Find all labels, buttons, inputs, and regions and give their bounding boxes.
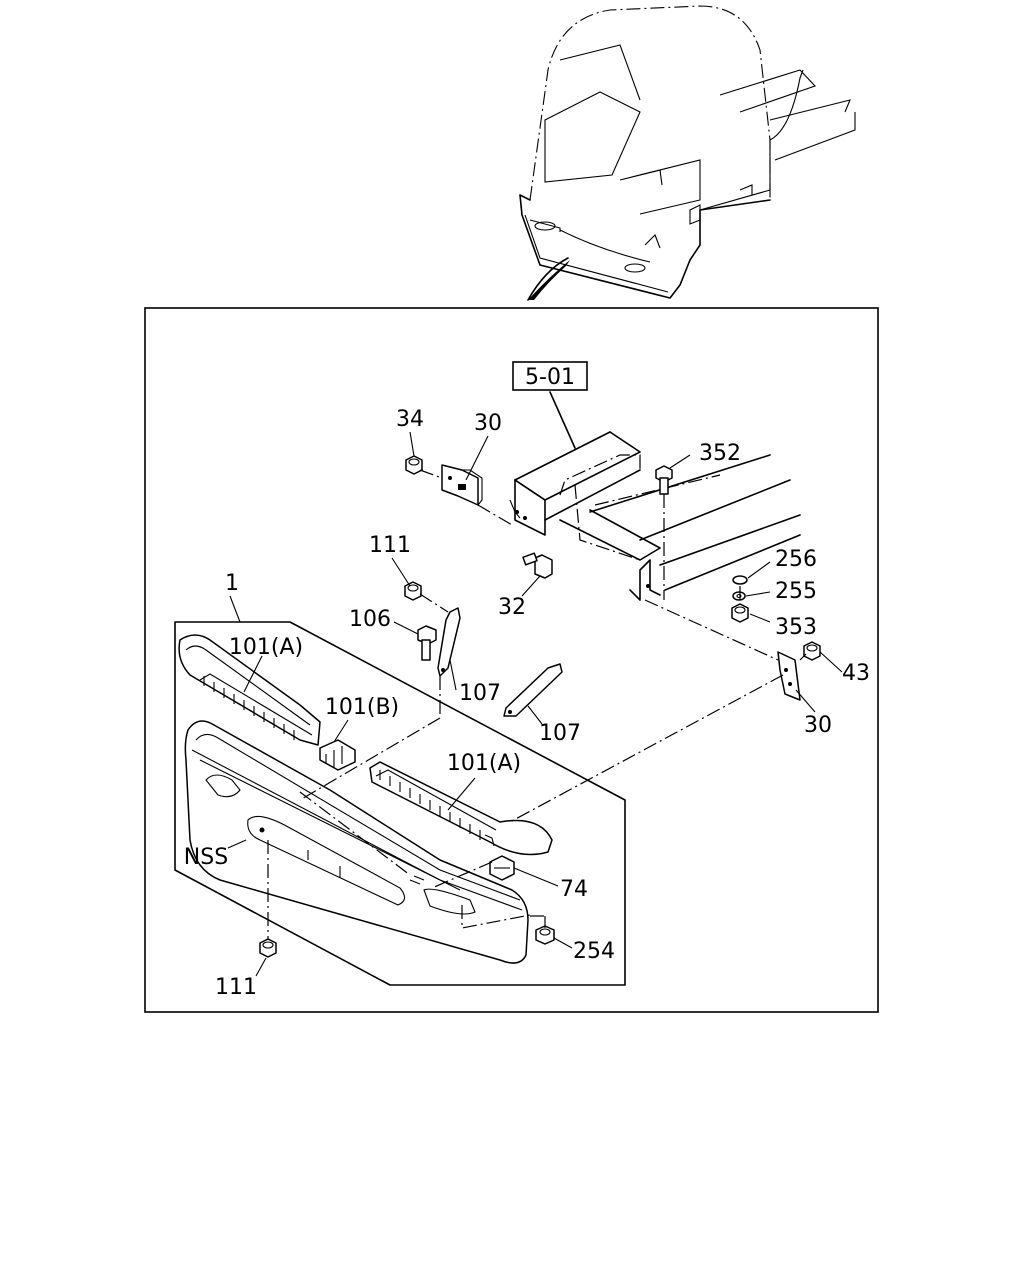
callout-101a-left: 101(A) xyxy=(229,635,303,660)
washer-256-icon xyxy=(732,575,748,585)
callout-107-right: 107 xyxy=(539,721,581,746)
bracket-30-right xyxy=(777,651,801,701)
bolt-106-icon xyxy=(417,625,437,661)
bumper-assembly-boundary xyxy=(174,621,626,986)
upper-bumper-right xyxy=(369,761,553,856)
callout-74: 74 xyxy=(560,877,588,902)
nut-111-top-icon xyxy=(404,581,422,601)
callout-106: 106 xyxy=(349,607,391,632)
callout-111-top: 111 xyxy=(369,533,411,558)
callout-34: 34 xyxy=(396,407,424,432)
callout-352: 352 xyxy=(699,441,741,466)
main-bumper-body xyxy=(184,720,531,964)
assembly-lines xyxy=(267,469,807,940)
callout-254: 254 xyxy=(573,939,615,964)
leader-lines xyxy=(227,431,843,977)
callout-256: 256 xyxy=(775,547,817,572)
bolt-32-icon xyxy=(522,552,553,579)
callout-101a-right: 101(A) xyxy=(447,751,521,776)
nut-43-icon xyxy=(803,641,821,661)
block-101b xyxy=(319,739,356,771)
reference-box-label: 5-01 xyxy=(525,365,575,390)
callout-1: 1 xyxy=(225,571,239,596)
clip-74-icon xyxy=(489,855,515,881)
detail-frame xyxy=(144,307,879,1013)
stay-107-right xyxy=(503,663,563,717)
callout-43: 43 xyxy=(842,661,870,686)
callout-353: 353 xyxy=(775,615,817,640)
callout-nss: NSS xyxy=(184,845,228,870)
callout-30-top: 30 xyxy=(474,411,502,436)
truck-cab-illustration xyxy=(519,5,856,301)
nut-353-icon xyxy=(731,603,749,623)
chassis-frame xyxy=(509,431,801,601)
stay-107-left xyxy=(437,607,461,677)
bracket-30-top xyxy=(441,464,483,506)
callout-111-bottom: 111 xyxy=(215,975,257,1000)
nut-34-icon xyxy=(405,455,423,475)
callout-107-left: 107 xyxy=(459,681,501,706)
reference-box-outline xyxy=(512,361,588,391)
callout-101b: 101(B) xyxy=(325,695,399,720)
nut-254-icon xyxy=(535,925,555,945)
callout-30-right: 30 xyxy=(804,713,832,738)
upper-bumper-left xyxy=(178,634,321,746)
nut-111-bottom-icon xyxy=(259,938,277,958)
callout-255: 255 xyxy=(775,579,817,604)
callout-32: 32 xyxy=(498,595,526,620)
washer-255-icon xyxy=(732,591,746,601)
